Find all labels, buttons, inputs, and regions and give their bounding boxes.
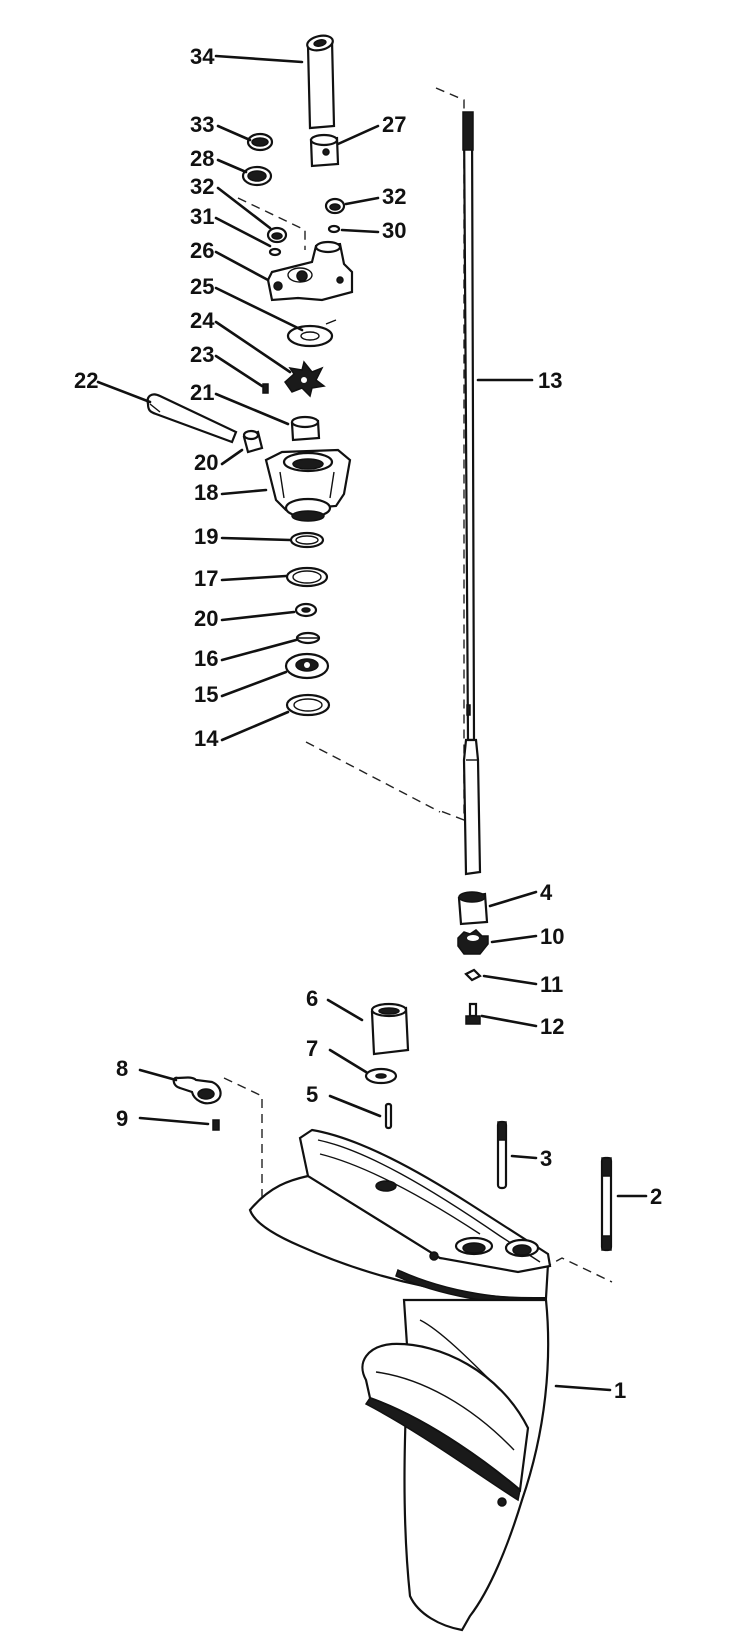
part-7-washer	[364, 1067, 398, 1085]
part-8-trim-tab	[172, 1076, 222, 1105]
callout-23: 22	[74, 368, 98, 393]
callout-11: 11	[540, 972, 563, 997]
part-31-washer-right	[327, 224, 341, 234]
callout-32-right: 32	[382, 184, 406, 209]
part-34-tube	[306, 34, 336, 130]
callout-15: 15	[194, 682, 218, 707]
part-19-o-ring	[289, 531, 325, 549]
part-3-stud	[496, 1120, 508, 1190]
callout-12: 12	[540, 1014, 564, 1039]
callout-18: 18	[194, 480, 218, 505]
callout-31-right: 30	[382, 218, 406, 243]
part-28-grommet	[309, 133, 340, 168]
part-13-driveshaft	[462, 111, 482, 876]
callout-1: 1	[614, 1378, 626, 1403]
callout-9: 9	[116, 1106, 128, 1131]
callout-7: 7	[306, 1036, 318, 1061]
callout-25: 24	[190, 308, 215, 333]
part-11-washer	[464, 968, 482, 982]
part-32-nut-left	[266, 226, 288, 244]
callout-28: 27	[382, 112, 406, 137]
callout-27: 26	[190, 238, 214, 263]
callout-19: 19	[194, 524, 218, 549]
callout-2: 2	[650, 1184, 662, 1209]
callout-32-left: 32	[190, 174, 214, 199]
part-31-washer-left	[268, 247, 282, 257]
callout-31-left: 31	[190, 204, 214, 229]
part-6-bushing	[370, 1002, 410, 1056]
callout-6: 6	[306, 986, 318, 1011]
callout-24: 23	[190, 342, 214, 367]
part-20-washer	[294, 602, 318, 618]
callout-20: 20	[194, 606, 218, 631]
callout-26: 25	[190, 274, 214, 299]
part-2-stud	[600, 1156, 613, 1252]
callout-10: 10	[540, 924, 564, 949]
part-1-gear-housing	[248, 1128, 552, 1632]
part-21-insert	[290, 415, 321, 442]
part-14-gasket	[285, 693, 331, 717]
part-25-impeller	[284, 360, 326, 398]
callout-3: 3	[540, 1146, 552, 1171]
part-23-water-tube	[146, 393, 238, 444]
part-4-bearing	[457, 891, 489, 926]
part-10-pinion-gear	[457, 929, 489, 955]
part-24-key	[262, 383, 269, 394]
callout-30: 28	[190, 146, 214, 171]
assembly-guide-lines	[223, 87, 613, 1283]
part-5-pin	[384, 1102, 393, 1130]
callout-5: 5	[306, 1082, 318, 1107]
part-33-nut	[246, 132, 274, 152]
part-27-pump-cover	[266, 240, 354, 302]
part-16-ring	[295, 631, 321, 645]
callout-13: 13	[538, 368, 562, 393]
part-18-pump-base	[264, 448, 352, 522]
callout-labels: 34 27 33 28 32 31 26 32 30 25 24 23 21 2…	[74, 44, 662, 1403]
callout-34: 34	[190, 44, 215, 69]
callout-17: 17	[194, 566, 218, 591]
part-17-gasket	[285, 566, 329, 588]
part-32-nut-right	[324, 197, 346, 215]
part-30-seal	[241, 165, 273, 187]
callout-33: 33	[190, 112, 214, 137]
callout-8: 8	[116, 1056, 128, 1081]
leader-lines	[96, 54, 648, 1392]
callout-22: 20	[194, 450, 218, 475]
callout-16: 16	[194, 646, 218, 671]
part-15-plate	[284, 652, 330, 680]
part-9-screw	[212, 1119, 220, 1131]
part-26-plate	[286, 319, 337, 348]
part-22-grommet	[242, 429, 264, 454]
callout-4: 4	[540, 880, 553, 905]
callout-14: 14	[194, 726, 219, 751]
part-12-screw	[465, 1002, 481, 1025]
callout-21: 21	[190, 380, 214, 405]
